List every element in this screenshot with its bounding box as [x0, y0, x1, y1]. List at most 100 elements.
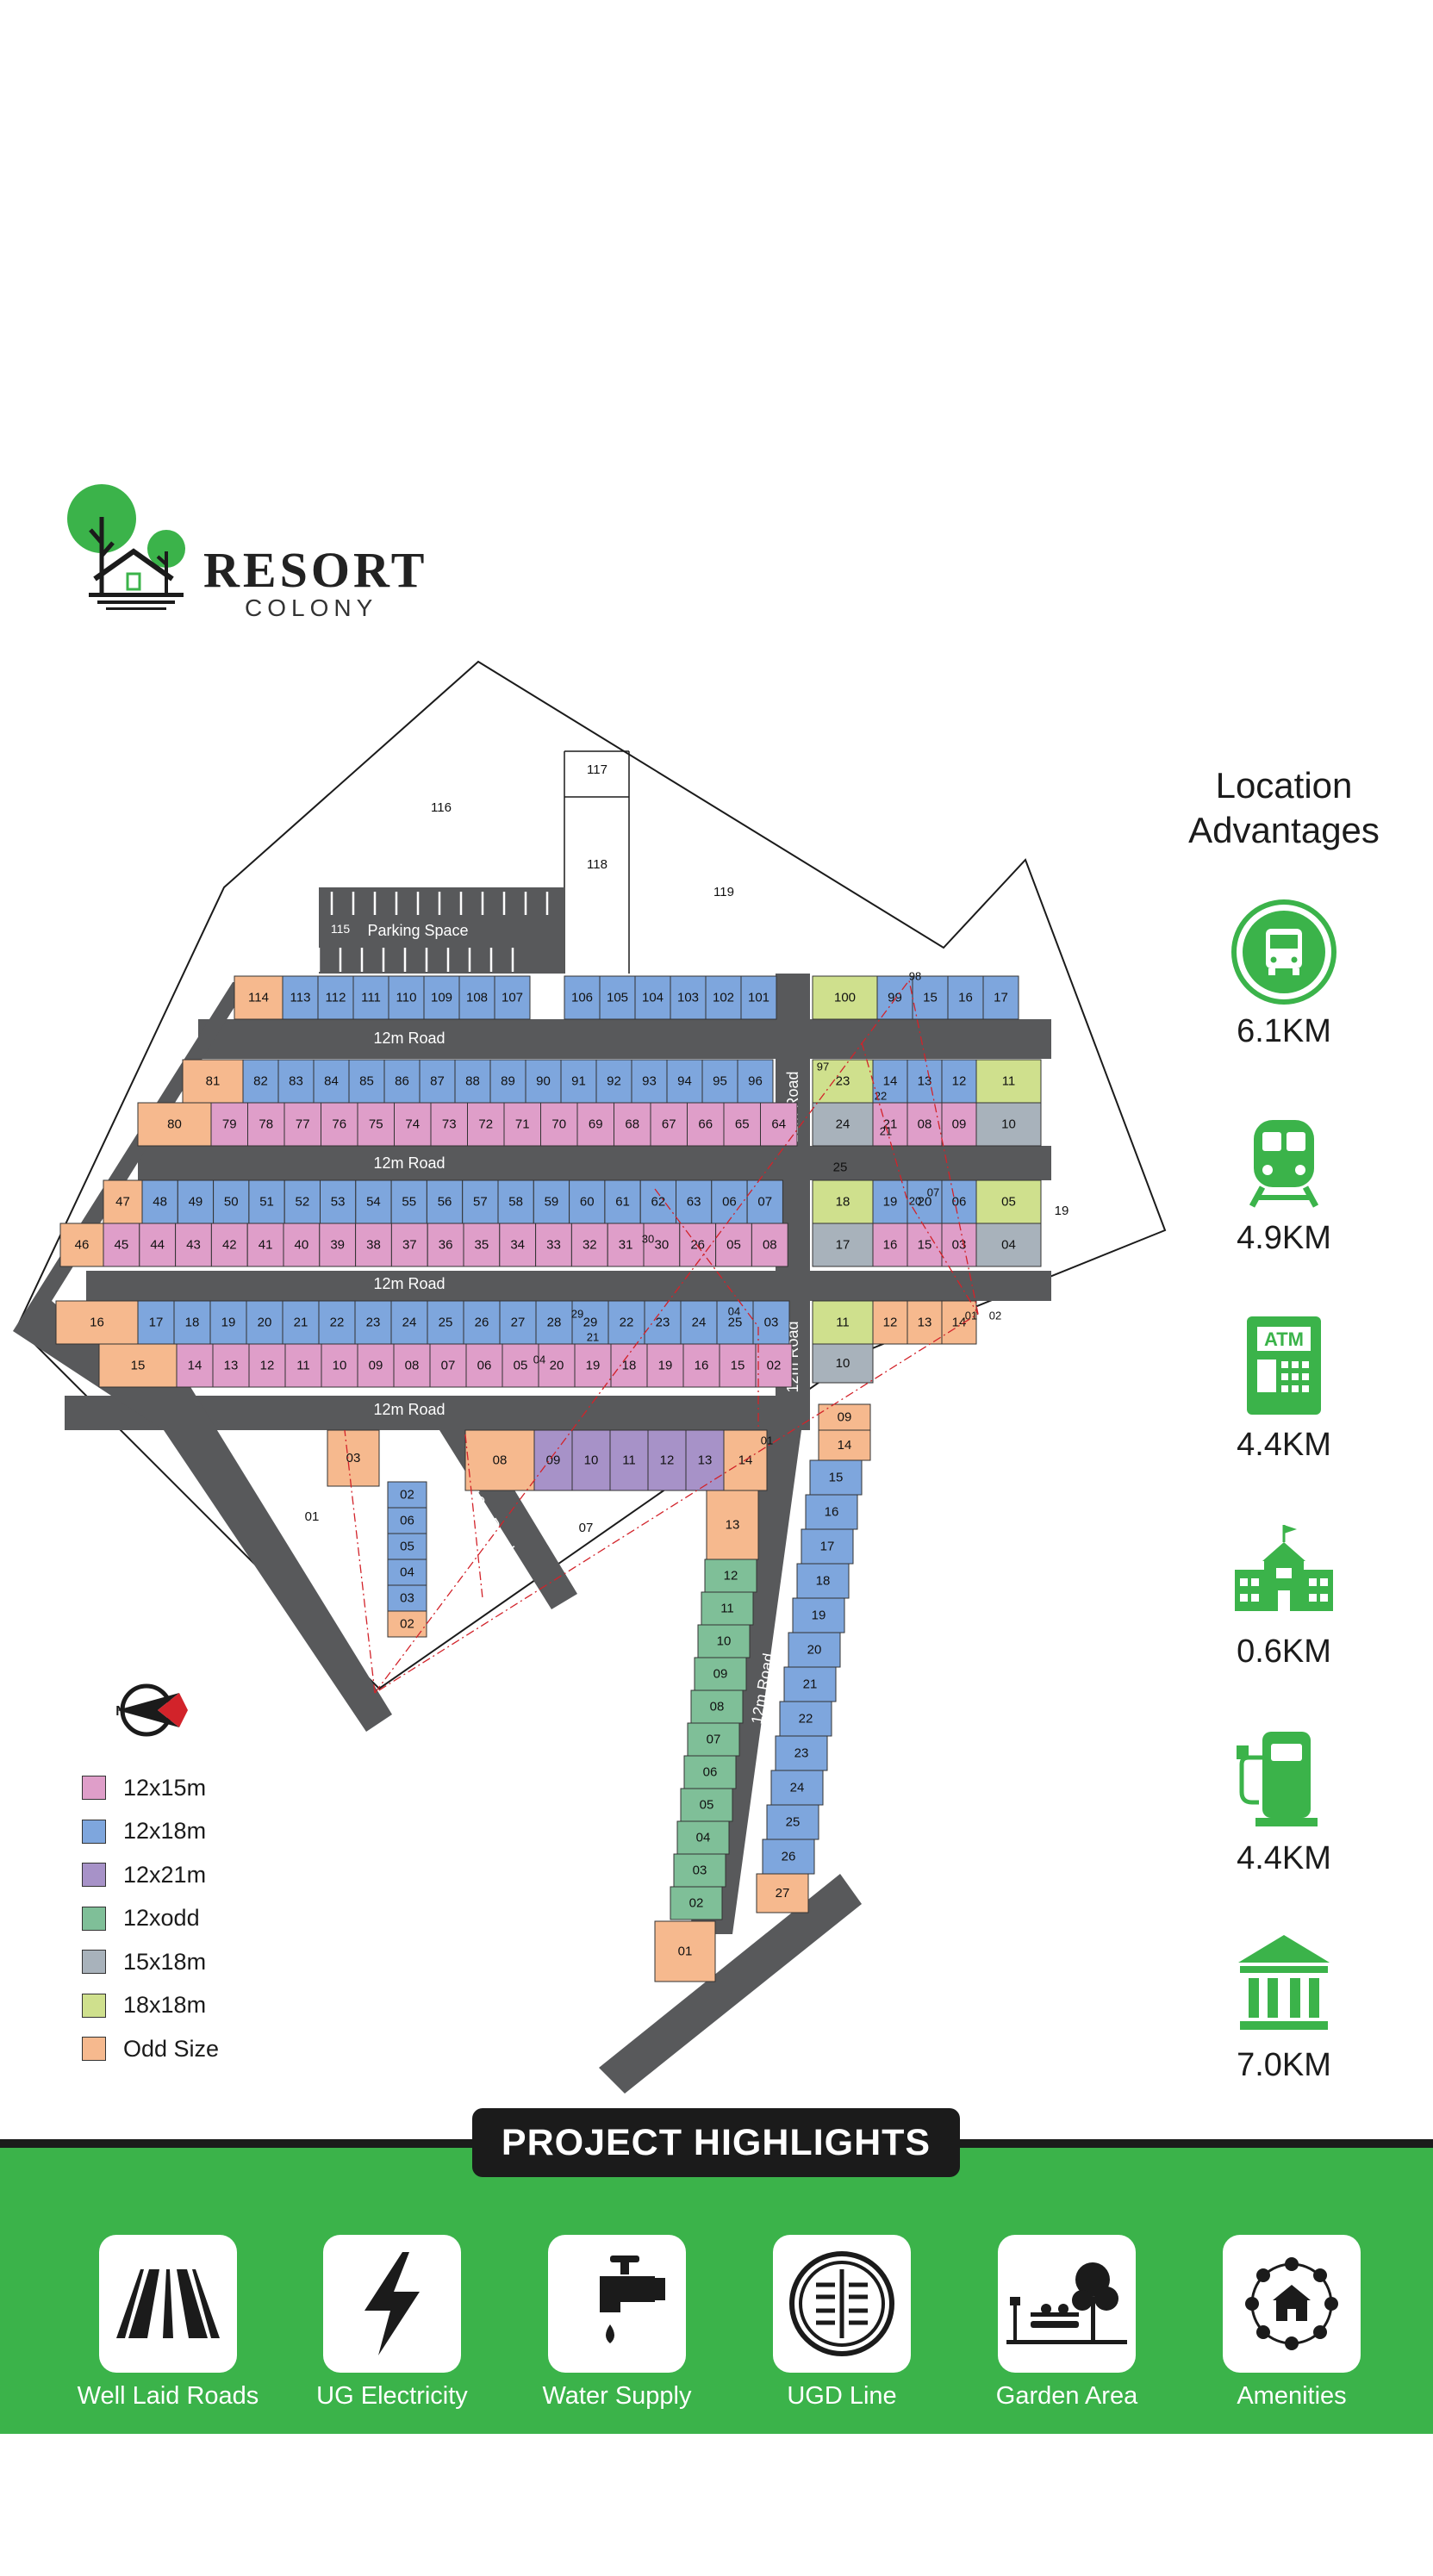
plot: 57	[462, 1179, 499, 1224]
plot-number: 08	[710, 1700, 725, 1714]
plot: 74	[394, 1102, 432, 1147]
plot: 46	[59, 1223, 104, 1267]
plot-number: 22	[330, 1316, 345, 1330]
legend-label: 18x18m	[123, 1992, 207, 2019]
legend-label: 15x18m	[123, 1948, 207, 1975]
plot: 56	[426, 1179, 464, 1224]
plot: 19	[792, 1597, 845, 1633]
plot-number: 20	[258, 1316, 272, 1330]
plot: 99	[876, 975, 913, 1020]
location-item-fuel: 4.4KM	[1198, 1723, 1370, 1877]
plot-number: 15	[731, 1359, 745, 1373]
plot-number: 55	[402, 1195, 416, 1210]
plot: 48	[141, 1179, 178, 1224]
plot: 19	[574, 1343, 612, 1388]
plot: 113	[282, 975, 319, 1020]
plot-number: 14	[188, 1359, 202, 1373]
plot-label: 07	[927, 1186, 939, 1199]
plot-number: 08	[405, 1359, 420, 1373]
plot: 13	[907, 1059, 943, 1104]
plot: 54	[355, 1179, 392, 1224]
plot: 35	[463, 1223, 501, 1267]
plot-number: 24	[790, 1781, 805, 1795]
plot-number: 57	[473, 1195, 488, 1210]
plot-number: 05	[726, 1238, 741, 1253]
plot: 20	[788, 1632, 841, 1668]
plot: 38	[355, 1223, 392, 1267]
plot: 64	[760, 1102, 798, 1147]
plot-number: 15	[131, 1359, 146, 1373]
plot-number: 02	[400, 1488, 414, 1503]
plot: 24	[680, 1300, 718, 1345]
bus-icon	[1231, 899, 1336, 1005]
plot-number: 19	[883, 1195, 898, 1210]
plot: 03	[673, 1853, 726, 1888]
plot-number: 43	[186, 1238, 201, 1253]
plot-number: 05	[1001, 1195, 1016, 1210]
plot-number: 52	[296, 1195, 310, 1210]
plot: 50	[213, 1179, 250, 1224]
legend-item: 12x15m	[82, 1766, 306, 1810]
plot: 05	[715, 1223, 752, 1267]
plot: 03	[752, 1300, 790, 1345]
plot-label: 21	[587, 1331, 599, 1344]
legend-swatch	[82, 2037, 106, 2062]
plot-number: 22	[620, 1316, 634, 1330]
plot: 69	[576, 1102, 614, 1147]
plot: 08	[751, 1223, 788, 1267]
distance-train: 4.9KM	[1237, 1220, 1331, 1256]
plot-number: 90	[536, 1074, 551, 1089]
plot-number: 71	[515, 1117, 530, 1132]
plot-number: 09	[369, 1359, 383, 1373]
plot: 101	[740, 975, 777, 1020]
plot: 108	[458, 975, 495, 1020]
plot-number: 06	[400, 1514, 414, 1528]
plot-number: 10	[1001, 1117, 1016, 1132]
plot-number: 15	[918, 1238, 932, 1253]
plot: 112	[317, 975, 354, 1020]
plot: 11	[609, 1429, 649, 1491]
highlight-label: Garden Area	[995, 2382, 1138, 2410]
plot-number: 17	[836, 1238, 850, 1253]
plot: 43	[175, 1223, 212, 1267]
plot-number: 89	[501, 1074, 515, 1089]
plot: 45	[103, 1223, 140, 1267]
plot: 20	[538, 1343, 576, 1388]
plot: 04	[387, 1559, 427, 1586]
plot-number: 17	[149, 1316, 164, 1330]
legend-item: 12xodd	[82, 1897, 306, 1941]
plot-number: 11	[622, 1453, 636, 1468]
plot-number: 19	[586, 1359, 601, 1373]
highlight-card-electricity	[323, 2235, 461, 2373]
highlight-card-garden	[998, 2235, 1136, 2373]
plot-number: 26	[782, 1850, 796, 1864]
plot: 16	[805, 1494, 858, 1530]
plot-number: 81	[206, 1074, 221, 1089]
plot-number: 10	[584, 1453, 599, 1468]
plot: 01	[654, 1920, 716, 1982]
plot-number: 20	[807, 1643, 822, 1658]
plot: 66	[687, 1102, 725, 1147]
highlight-label: Well Laid Roads	[77, 2382, 259, 2410]
plot: 109	[423, 975, 460, 1020]
plot-number: 12	[660, 1453, 675, 1468]
plot: 05	[502, 1343, 539, 1388]
plot-number: 11	[296, 1359, 310, 1373]
road-label: 12m Road	[373, 1154, 445, 1172]
plot: 72	[467, 1102, 505, 1147]
plot-number: 07	[757, 1195, 772, 1210]
highlight-label: UGD Line	[787, 2382, 897, 2410]
plot: 84	[313, 1059, 350, 1104]
plot-number: 105	[607, 991, 628, 1005]
plot: 09	[357, 1343, 395, 1388]
plot: 23	[644, 1300, 682, 1345]
plot-number: 11	[1002, 1074, 1016, 1089]
plot: 87	[419, 1059, 456, 1104]
plot: 03	[941, 1223, 977, 1267]
plot-number: 41	[259, 1238, 273, 1253]
plot: 106	[564, 975, 601, 1020]
plot: 82	[242, 1059, 279, 1104]
plot-number: 23	[836, 1074, 850, 1089]
plot: 12	[941, 1059, 977, 1104]
legend-swatch	[82, 1819, 106, 1844]
